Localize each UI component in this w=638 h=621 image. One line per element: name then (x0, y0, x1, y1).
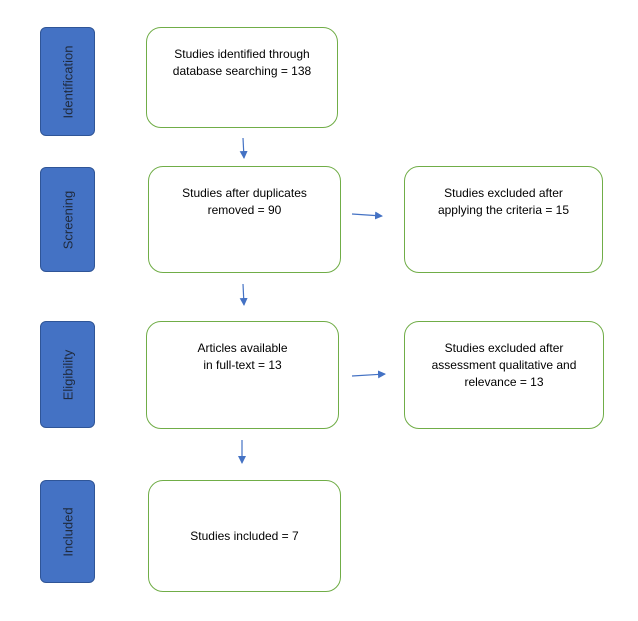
box-after-duplicates: Studies after duplicates removed = 90 (148, 166, 341, 273)
box-excluded-assessment: Studies excluded after assessment qualit… (404, 321, 604, 429)
box-full-text-line-1: Articles available (197, 341, 288, 355)
box-after-duplicates-line-2: removed = 90 (207, 203, 282, 217)
box-studies-included: Studies included = 7 (148, 480, 341, 592)
box-excluded-criteria-line-1: Studies excluded after (444, 186, 563, 200)
box-after-duplicates-line-1: Studies after duplicates (182, 186, 307, 200)
phase-screening: Screening (40, 167, 95, 272)
box-excluded-criteria: Studies excluded after applying the crit… (404, 166, 603, 273)
box-full-text-line-2: in full-text = 13 (203, 358, 282, 372)
box-studies-identified: Studies identified through database sear… (146, 27, 338, 128)
box-excluded-criteria-line-2: applying the criteria = 15 (437, 203, 570, 217)
arrow-screening-to-eligibility (239, 283, 248, 306)
phase-included: Included (40, 480, 95, 583)
box-studies-included-line-1: Studies included = 7 (190, 528, 299, 543)
box-excluded-assessment-line-3: relevance = 13 (464, 375, 544, 389)
box-studies-identified-line-2: database searching = 138 (172, 64, 312, 78)
box-excluded-assessment-line-1: Studies excluded after (444, 341, 564, 355)
arrow-to-excluded-criteria (351, 211, 383, 220)
box-excluded-assessment-line-2: assessment qualitative and (431, 358, 577, 372)
box-full-text: Articles available in full-text = 13 (146, 321, 339, 429)
arrow-to-excluded-assessment (351, 370, 386, 379)
box-studies-identified-line-1: Studies identified through (174, 47, 310, 61)
phase-eligibility: Eligibility (40, 321, 95, 428)
phase-identification: Identification (40, 27, 95, 136)
arrow-identified-to-screening (239, 137, 248, 159)
